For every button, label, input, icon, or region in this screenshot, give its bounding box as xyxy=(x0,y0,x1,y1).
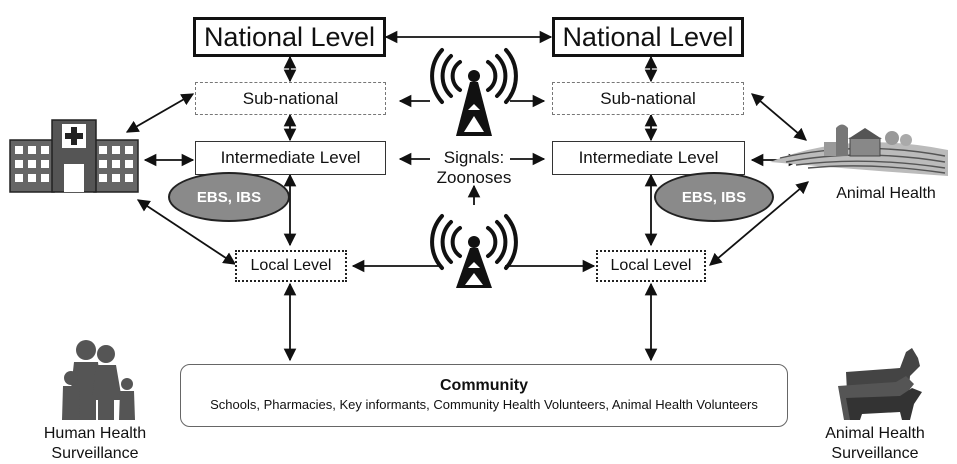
signals-line-1: Signals: xyxy=(443,148,505,167)
right-subnational-box: Sub-national xyxy=(552,82,744,115)
left-national-level-box: National Level xyxy=(193,17,386,57)
human-health-surveillance-label: Human Health Surveillance xyxy=(20,424,170,464)
right-ebs-ibs-ellipse: EBS, IBS xyxy=(654,172,774,222)
hospital-icon xyxy=(9,119,139,193)
arrow-hospital-sub xyxy=(125,93,195,133)
farm-icon xyxy=(770,124,948,176)
signal-tower-icon xyxy=(430,48,518,136)
animal-health-surveillance-label: Animal Health Surveillance xyxy=(800,424,950,464)
signals-label: Signals: Zoonoses xyxy=(414,148,534,188)
signal-tower-icon xyxy=(430,214,518,288)
left-intermediate-level-box: Intermediate Level xyxy=(195,141,386,175)
animal-health-line-2: Surveillance xyxy=(831,445,919,462)
community-title: Community xyxy=(440,377,528,394)
arrow-hospital-local xyxy=(136,199,237,265)
left-local-level-box: Local Level xyxy=(235,250,347,282)
left-subnational-box: Sub-national xyxy=(195,82,386,115)
arrow-farm-local xyxy=(709,181,809,266)
right-national-level-box: National Level xyxy=(552,17,744,57)
left-ebs-ibs-ellipse: EBS, IBS xyxy=(168,172,290,222)
animal-health-label: Animal Health xyxy=(836,185,936,202)
human-health-line-2: Surveillance xyxy=(51,445,139,462)
arrow-farm-sub xyxy=(751,93,807,141)
human-health-line-1: Human Health xyxy=(43,425,147,442)
right-local-level-box: Local Level xyxy=(596,250,706,282)
community-box: Community Schools, Pharmacies, Key infor… xyxy=(180,364,788,427)
livestock-icon xyxy=(838,348,922,420)
signals-line-2: Zoonoses xyxy=(436,168,512,187)
animal-health-line-1: Animal Health xyxy=(825,425,925,442)
right-intermediate-level-box: Intermediate Level xyxy=(552,141,745,175)
community-description: Schools, Pharmacies, Key informants, Com… xyxy=(210,397,758,412)
family-icon xyxy=(62,340,135,420)
